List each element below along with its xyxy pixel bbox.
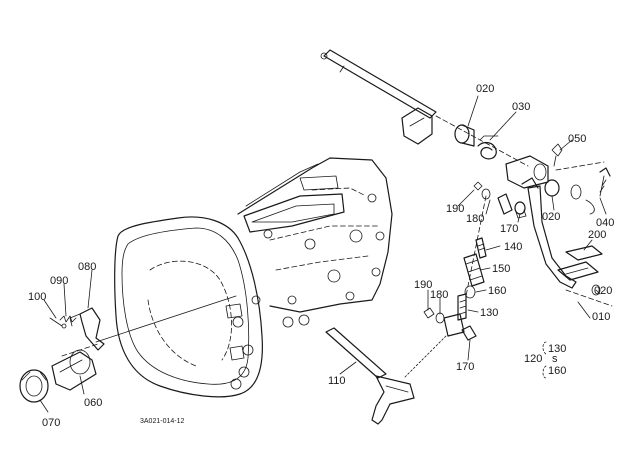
clutch-pedal-010 bbox=[521, 177, 577, 289]
callout-080: 080 bbox=[78, 261, 96, 273]
callout-010: 010 bbox=[592, 311, 610, 323]
spring-030 bbox=[477, 135, 499, 160]
bolt-040 bbox=[599, 167, 611, 197]
callout-180-lower: 180 bbox=[430, 289, 448, 301]
release-hub-060 bbox=[51, 349, 97, 391]
callout-190-upper: 190 bbox=[446, 203, 464, 215]
pedal-pad-200 bbox=[557, 245, 603, 281]
callout-labels: 020 030 050 040 020 190 180 170 140 200 … bbox=[28, 83, 614, 429]
callout-160: 160 bbox=[488, 285, 506, 297]
callout-140: 140 bbox=[504, 241, 522, 253]
callout-130-group: 130 bbox=[548, 343, 566, 355]
callout-030: 030 bbox=[512, 101, 530, 113]
callout-150: 150 bbox=[492, 263, 510, 275]
release-bearing-070 bbox=[19, 369, 49, 403]
pin-170-lower bbox=[461, 325, 477, 341]
callout-100: 100 bbox=[28, 291, 46, 303]
clevis-upper bbox=[497, 193, 513, 215]
rod-140 bbox=[475, 237, 487, 259]
callout-090: 090 bbox=[50, 275, 68, 287]
callout-130: 130 bbox=[480, 307, 498, 319]
callout-020-top: 020 bbox=[476, 83, 494, 95]
callout-170-upper: 170 bbox=[500, 223, 518, 235]
spring-090 bbox=[59, 315, 77, 323]
leader-lines bbox=[39, 95, 607, 413]
pin-100 bbox=[49, 317, 67, 329]
clutch-housing bbox=[114, 157, 393, 398]
callout-160-group: 160 bbox=[548, 365, 566, 377]
washer-circlip bbox=[570, 184, 595, 215]
bolt-190-lower bbox=[423, 307, 435, 319]
callout-060: 060 bbox=[84, 397, 102, 409]
clevis-lower bbox=[443, 313, 465, 337]
callout-050: 050 bbox=[568, 133, 586, 145]
bushing-020-top bbox=[454, 124, 475, 147]
bushing-020-right bbox=[544, 179, 560, 197]
callout-120: 120 bbox=[524, 353, 542, 365]
callout-020-mid: 020 bbox=[542, 211, 560, 223]
callout-040: 040 bbox=[596, 217, 614, 229]
turnbuckle-150 bbox=[463, 253, 485, 287]
release-fork-080 bbox=[69, 307, 105, 351]
callout-tilde: s bbox=[552, 353, 558, 365]
callout-070: 070 bbox=[42, 417, 60, 429]
callout-200: 200 bbox=[588, 229, 606, 241]
callout-190-lower: 190 bbox=[414, 279, 432, 291]
callout-110: 110 bbox=[328, 375, 346, 387]
bolt-190-upper bbox=[473, 181, 483, 191]
nut-180-upper bbox=[481, 188, 491, 200]
pedal-dash-line bbox=[565, 289, 613, 307]
nut-160 bbox=[464, 285, 476, 299]
callout-020-pedal: 020 bbox=[594, 285, 612, 297]
pin-170-upper bbox=[514, 201, 527, 219]
clutch-shaft bbox=[320, 49, 529, 167]
group-bracket-120 bbox=[542, 341, 547, 379]
callout-180-upper: 180 bbox=[466, 213, 484, 225]
bushing-020-pedal bbox=[591, 284, 601, 296]
grease-fitting-050 bbox=[551, 143, 563, 167]
linkage-axis-line bbox=[465, 195, 487, 297]
release-shaft-110 bbox=[325, 327, 447, 425]
rod-130 bbox=[457, 293, 467, 321]
bolt-axis-line bbox=[555, 161, 605, 171]
drawing-code: 3A021-014-12 bbox=[140, 418, 184, 425]
pedal-boss bbox=[505, 155, 549, 189]
callout-170-lower: 170 bbox=[456, 361, 474, 373]
washer-180-lower bbox=[435, 312, 445, 324]
